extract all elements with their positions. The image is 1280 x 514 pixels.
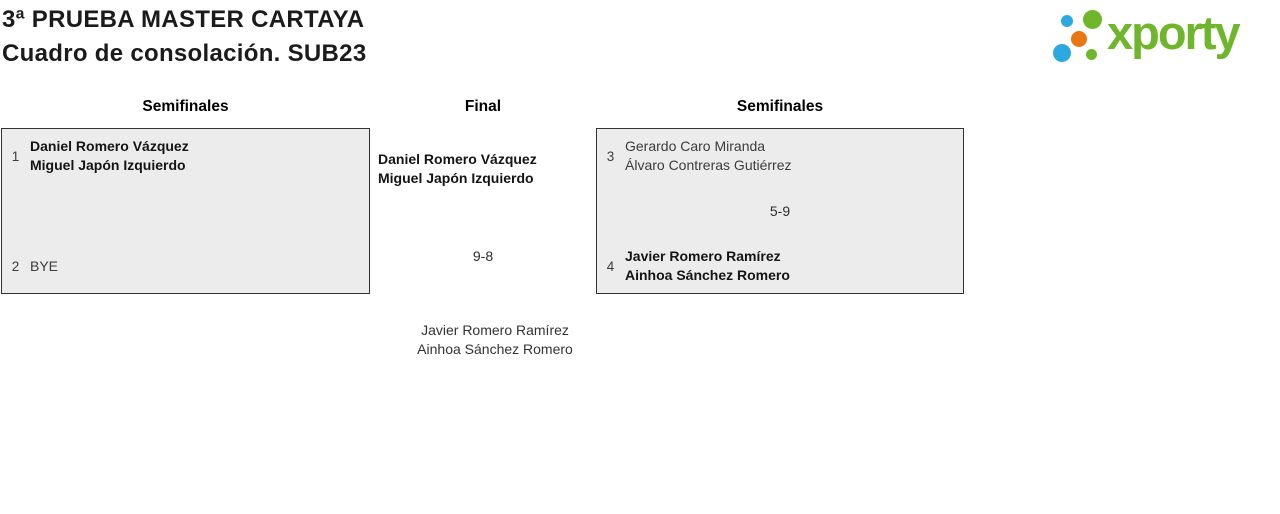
round-header-final: Final [464, 98, 502, 115]
match-score: 5-9 [769, 203, 791, 219]
player-name: Miguel Japón Izquierdo [378, 170, 534, 186]
player-name: Álvaro Contreras Gutiérrez [625, 157, 792, 173]
player-name: Gerardo Caro Miranda [625, 138, 766, 154]
round-header-semifinals-left: Semifinales [142, 98, 229, 115]
player-name: Javier Romero Ramírez [625, 248, 781, 264]
final-score: 9-8 [472, 248, 494, 264]
logo-dot-icon [1061, 15, 1073, 27]
player-name: Daniel Romero Vázquez [378, 151, 537, 167]
match-box-right-semifinal: 3 Gerardo Caro Miranda Álvaro Contreras … [596, 128, 964, 294]
final-finalist: Daniel Romero Vázquez Miguel Japón Izqui… [378, 150, 537, 188]
team-row: 2 BYE [10, 247, 361, 285]
page-title-line1: 3ª PRUEBA MASTER CARTAYA [2, 6, 365, 33]
player-name: Ainhoa Sánchez Romero [417, 341, 573, 357]
team-row: 1 Daniel Romero Vázquez Miguel Japón Izq… [10, 137, 361, 175]
logo-dot-icon [1053, 44, 1071, 62]
player-name: Ainhoa Sánchez Romero [625, 267, 790, 283]
player-name: BYE [30, 257, 59, 274]
player-name: Miguel Japón Izquierdo [30, 157, 186, 173]
team-players: BYE [30, 257, 58, 276]
team-row: 3 Gerardo Caro Miranda Álvaro Contreras … [605, 137, 955, 175]
round-header-semifinals-right: Semifinales [736, 98, 824, 115]
page-title-line2: Cuadro de consolación. SUB23 [2, 40, 367, 67]
logo-dot-icon [1086, 49, 1097, 60]
team-seed: 4 [606, 258, 615, 274]
player-name: Daniel Romero Vázquez [30, 138, 189, 154]
team-players: Gerardo Caro Miranda Álvaro Contreras Gu… [625, 137, 792, 175]
team-players: Daniel Romero Vázquez Miguel Japón Izqui… [30, 137, 189, 175]
team-row: 4 Javier Romero Ramírez Ainhoa Sánchez R… [605, 247, 955, 285]
team-seed: 3 [606, 148, 615, 164]
team-players: Javier Romero Ramírez Ainhoa Sánchez Rom… [625, 247, 790, 285]
xporty-logo[interactable]: xporty [1050, 0, 1280, 80]
team-seed: 2 [11, 258, 20, 274]
logo-dot-icon [1083, 10, 1102, 29]
logo-dot-icon [1071, 31, 1087, 47]
page-title: 3ª PRUEBA MASTER CARTAYA Cuadro de conso… [2, 3, 366, 71]
final-winner: Javier Romero Ramírez Ainhoa Sánchez Rom… [385, 321, 605, 359]
match-box-left-semifinal: 1 Daniel Romero Vázquez Miguel Japón Izq… [1, 128, 370, 294]
logo-wordmark: xporty [1107, 6, 1241, 59]
team-seed: 1 [11, 148, 20, 164]
player-name: Javier Romero Ramírez [421, 322, 569, 338]
